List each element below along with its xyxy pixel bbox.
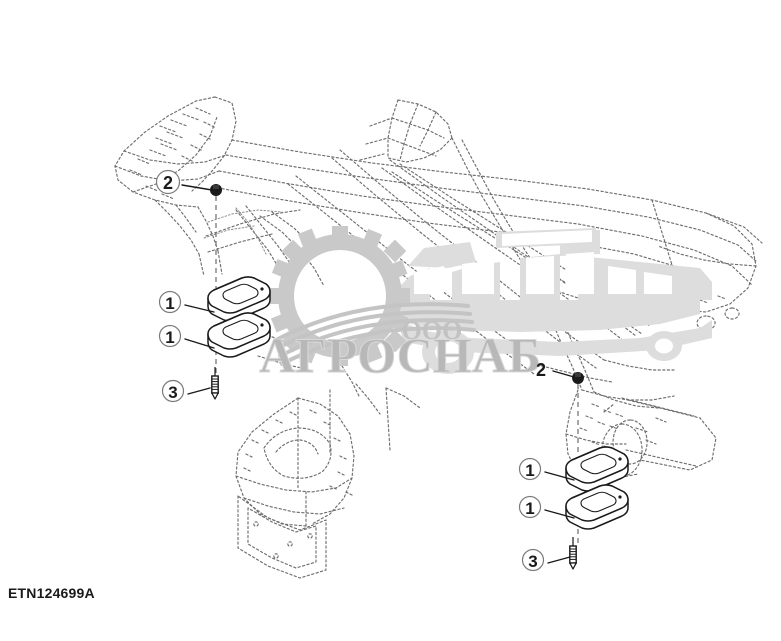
mount-pad-left-upper bbox=[207, 276, 271, 322]
leader-1-left-lower bbox=[184, 338, 215, 349]
callout-3-left[interactable]: 3 bbox=[161, 379, 185, 403]
part-number-label: ETN124699A bbox=[8, 585, 95, 601]
right-part-cluster bbox=[565, 372, 629, 570]
callout-1-left-upper[interactable]: 1 bbox=[158, 290, 182, 314]
screw-left bbox=[211, 366, 219, 400]
swoosh-icon bbox=[274, 302, 476, 366]
mount-pad-right-lower bbox=[565, 484, 629, 530]
callout-1-right-lower[interactable]: 1 bbox=[518, 495, 542, 519]
callout-leaders bbox=[181, 184, 575, 564]
callout-2-right-label: 2 bbox=[536, 360, 546, 380]
leader-1-right-upper bbox=[544, 471, 575, 481]
bolt-head-right bbox=[572, 372, 584, 384]
leader-3-right bbox=[547, 556, 571, 564]
callout-3-left-label: 3 bbox=[168, 383, 177, 402]
watermark-agrosnab: ООО АГРОСНАБ bbox=[259, 226, 712, 384]
leader-2-right bbox=[552, 370, 575, 378]
callout-2-left[interactable]: 2 bbox=[155, 169, 181, 195]
combine-window-detail bbox=[414, 230, 673, 363]
callout-1-left-upper-label: 1 bbox=[165, 294, 174, 313]
screw-right bbox=[569, 536, 577, 570]
callout-1-right-upper[interactable]: 1 bbox=[518, 457, 542, 481]
mount-pad-right-upper bbox=[565, 446, 629, 492]
callout-3-right-label: 3 bbox=[528, 552, 537, 571]
leader-1-right-lower bbox=[544, 509, 575, 519]
callout-balloons: 2 1 1 3 2 1 1 bbox=[155, 169, 546, 572]
callout-1-right-upper-label: 1 bbox=[525, 461, 534, 480]
callout-1-right-lower-label: 1 bbox=[525, 499, 534, 518]
leader-3-left bbox=[187, 387, 211, 395]
leader-2-left bbox=[181, 184, 213, 191]
watermark-company-name: АГРОСНАБ bbox=[259, 327, 541, 383]
callout-3-right[interactable]: 3 bbox=[521, 548, 545, 572]
chassis-frame-accent bbox=[203, 207, 283, 255]
left-part-cluster bbox=[207, 184, 271, 400]
callout-1-left-lower-label: 1 bbox=[165, 328, 174, 347]
callout-1-left-lower[interactable]: 1 bbox=[158, 324, 182, 348]
callout-2-right[interactable]: 2 bbox=[536, 360, 546, 380]
watermark-ooo: ООО bbox=[402, 316, 463, 345]
callout-2-left-label: 2 bbox=[163, 173, 173, 193]
leader-1-left-upper bbox=[184, 304, 215, 313]
